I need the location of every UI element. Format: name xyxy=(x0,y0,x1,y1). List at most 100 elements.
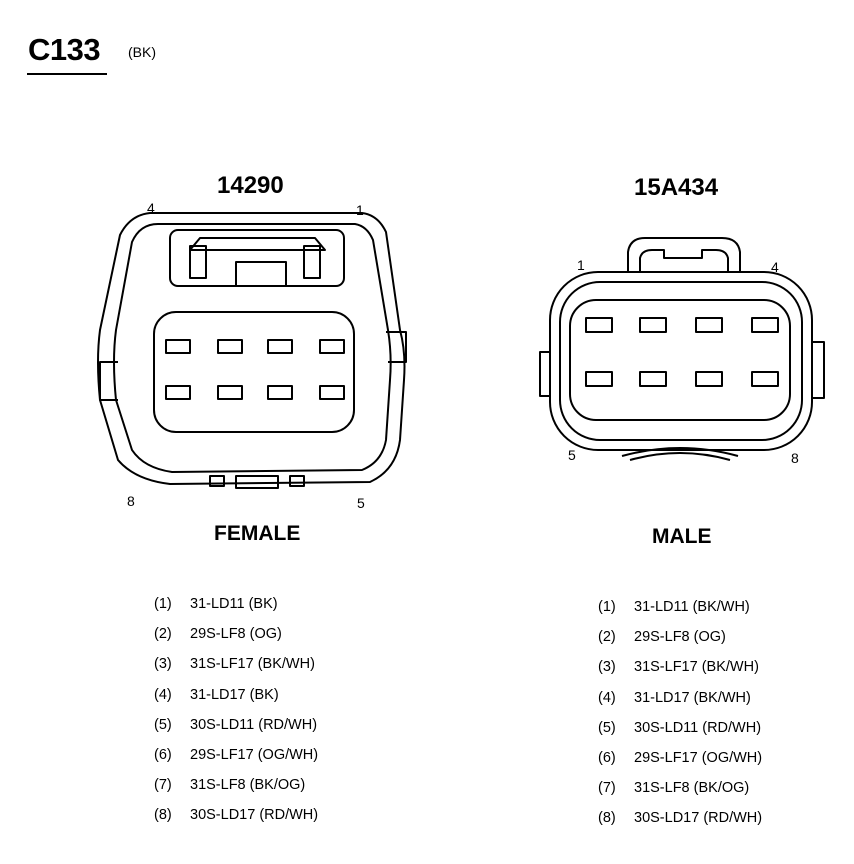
female-pin-3 xyxy=(217,339,243,354)
male-pin-row: (8) 30S-LD17 (RD/WH) xyxy=(598,803,762,833)
female-lock-tab-right xyxy=(303,245,321,279)
pin-number: (6) xyxy=(598,750,616,767)
male-pin-list: (1) 31-LD11 (BK/WH) (2) 29S-LF8 (OG) (3) 31… xyxy=(598,592,762,834)
pin-number: (5) xyxy=(598,719,616,736)
pin-number: (4) xyxy=(598,689,616,706)
female-lock-tab-left xyxy=(189,245,207,279)
male-pin-row: (7) 31S-LF8 (BK/OG) xyxy=(598,773,762,803)
pin-number: (7) xyxy=(154,777,172,794)
female-pin-row: (8) 30S-LD17 (RD/WH) xyxy=(154,800,318,830)
male-pin-row: (5) 30S-LD11 (RD/WH) xyxy=(598,713,762,743)
male-corner-label-bottom-right: 8 xyxy=(791,450,799,466)
female-inner-shell xyxy=(113,223,392,473)
pin-number: (7) xyxy=(598,780,616,797)
female-pin-2 xyxy=(267,339,293,354)
female-pin-row: (5) 30S-LD11 (RD/WH) xyxy=(154,710,318,740)
male-pin-6 xyxy=(639,371,667,387)
pin-circuit: 30S-LD17 (RD/WH) xyxy=(634,810,763,827)
female-pin-list: (1) 31-LD11 (BK) (2) 29S-LF8 (OG) (3) 31S-L… xyxy=(154,589,318,831)
pin-circuit: 29S-LF17 (OG/WH) xyxy=(634,750,763,767)
female-pin-row: (6) 29S-LF17 (OG/WH) xyxy=(154,740,318,770)
male-pin-row: (3) 31S-LF17 (BK/WH) xyxy=(598,652,762,682)
male-pin-3 xyxy=(695,317,723,333)
female-gender-label: FEMALE xyxy=(214,522,301,545)
pin-circuit: 31-LD17 (BK/WH) xyxy=(634,689,751,706)
female-pin-7 xyxy=(217,385,243,400)
male-corner-label-bottom-left: 5 xyxy=(568,447,576,463)
female-pin-row: (4) 31-LD17 (BK) xyxy=(154,680,318,710)
female-pin-1 xyxy=(319,339,345,354)
male-pin-cavity xyxy=(569,299,791,421)
pin-circuit: 30S-LD11 (RD/WH) xyxy=(634,719,762,736)
female-pin-5 xyxy=(319,385,345,400)
male-right-latch xyxy=(812,341,825,399)
pin-circuit: 29S-LF8 (OG) xyxy=(634,629,726,646)
female-bottom-key-right xyxy=(289,475,305,487)
pin-number: (2) xyxy=(598,629,616,646)
male-pin-8 xyxy=(751,371,779,387)
pin-number: (3) xyxy=(154,656,172,673)
male-inner-shell xyxy=(559,281,803,441)
pin-number: (5) xyxy=(154,716,172,733)
male-corner-label-top-left: 1 xyxy=(577,257,585,273)
male-outer-shell xyxy=(549,271,813,451)
pin-circuit: 30S-LD17 (RD/WH) xyxy=(190,807,319,824)
male-pin-4 xyxy=(751,317,779,333)
female-pin-row: (1) 31-LD11 (BK) xyxy=(154,589,318,619)
male-pin-5 xyxy=(585,371,613,387)
male-left-latch xyxy=(539,351,550,397)
male-part-number: 15A434 xyxy=(634,174,719,201)
pin-number: (1) xyxy=(598,599,616,615)
pin-number: (4) xyxy=(154,686,172,703)
female-connector-drawing xyxy=(97,212,407,489)
connector-color: (BK) xyxy=(128,44,156,60)
male-lock-tab-inner xyxy=(639,249,729,272)
male-bottom-flange-inner xyxy=(629,452,731,461)
pin-circuit: 31-LD11 (BK) xyxy=(190,596,278,612)
female-pin-8 xyxy=(165,385,191,400)
pin-circuit: 29S-LF17 (OG/WH) xyxy=(190,747,319,764)
male-lock-tab xyxy=(627,237,741,272)
pin-number: (1) xyxy=(154,596,172,612)
female-corner-label-bottom-left: 8 xyxy=(127,493,135,509)
pin-number: (6) xyxy=(154,747,172,764)
pin-circuit: 31S-LF17 (BK/WH) xyxy=(634,659,759,676)
female-pin-row: (2) 29S-LF8 (OG) xyxy=(154,619,318,649)
pin-circuit: 31S-LF17 (BK/WH) xyxy=(190,656,315,673)
male-pin-1 xyxy=(585,317,613,333)
female-corner-label-top-right: 1 xyxy=(356,202,364,218)
female-lock-center xyxy=(235,261,287,287)
female-corner-label-top-left: 4 xyxy=(147,200,155,216)
male-pin-row: (2) 29S-LF8 (OG) xyxy=(598,622,762,652)
female-pin-cavity xyxy=(153,311,355,433)
male-bottom-flange xyxy=(621,447,739,457)
male-gender-label: MALE xyxy=(652,525,712,548)
female-bottom-key-left xyxy=(209,475,225,487)
pin-circuit: 31-LD11 (BK/WH) xyxy=(634,599,750,615)
pin-circuit: 31S-LF8 (BK/OG) xyxy=(190,777,306,794)
pin-circuit: 30S-LD11 (RD/WH) xyxy=(190,716,318,733)
female-outer-shell xyxy=(97,212,406,485)
connector-id: C133 xyxy=(28,32,101,67)
female-left-latch xyxy=(99,361,118,401)
male-pin-2 xyxy=(639,317,667,333)
female-right-latch xyxy=(386,331,407,363)
female-bottom-key-center xyxy=(235,475,279,489)
pin-circuit: 29S-LF8 (OG) xyxy=(190,626,282,643)
pin-number: (2) xyxy=(154,626,172,643)
title-underline xyxy=(27,73,107,75)
pin-number: (8) xyxy=(154,807,172,824)
female-pin-6 xyxy=(267,385,293,400)
male-corner-label-top-right: 4 xyxy=(771,259,779,275)
male-pin-row: (6) 29S-LF17 (OG/WH) xyxy=(598,743,762,773)
pin-number: (8) xyxy=(598,810,616,827)
male-pin-row: (4) 31-LD17 (BK/WH) xyxy=(598,683,762,713)
pin-number: (3) xyxy=(598,659,616,676)
male-connector-drawing xyxy=(539,237,825,461)
female-pin-row: (3) 31S-LF17 (BK/WH) xyxy=(154,649,318,679)
female-pin-row: (7) 31S-LF8 (BK/OG) xyxy=(154,770,318,800)
pin-circuit: 31S-LF8 (BK/OG) xyxy=(634,780,750,797)
pin-circuit: 31-LD17 (BK) xyxy=(190,686,279,703)
male-pin-7 xyxy=(695,371,723,387)
